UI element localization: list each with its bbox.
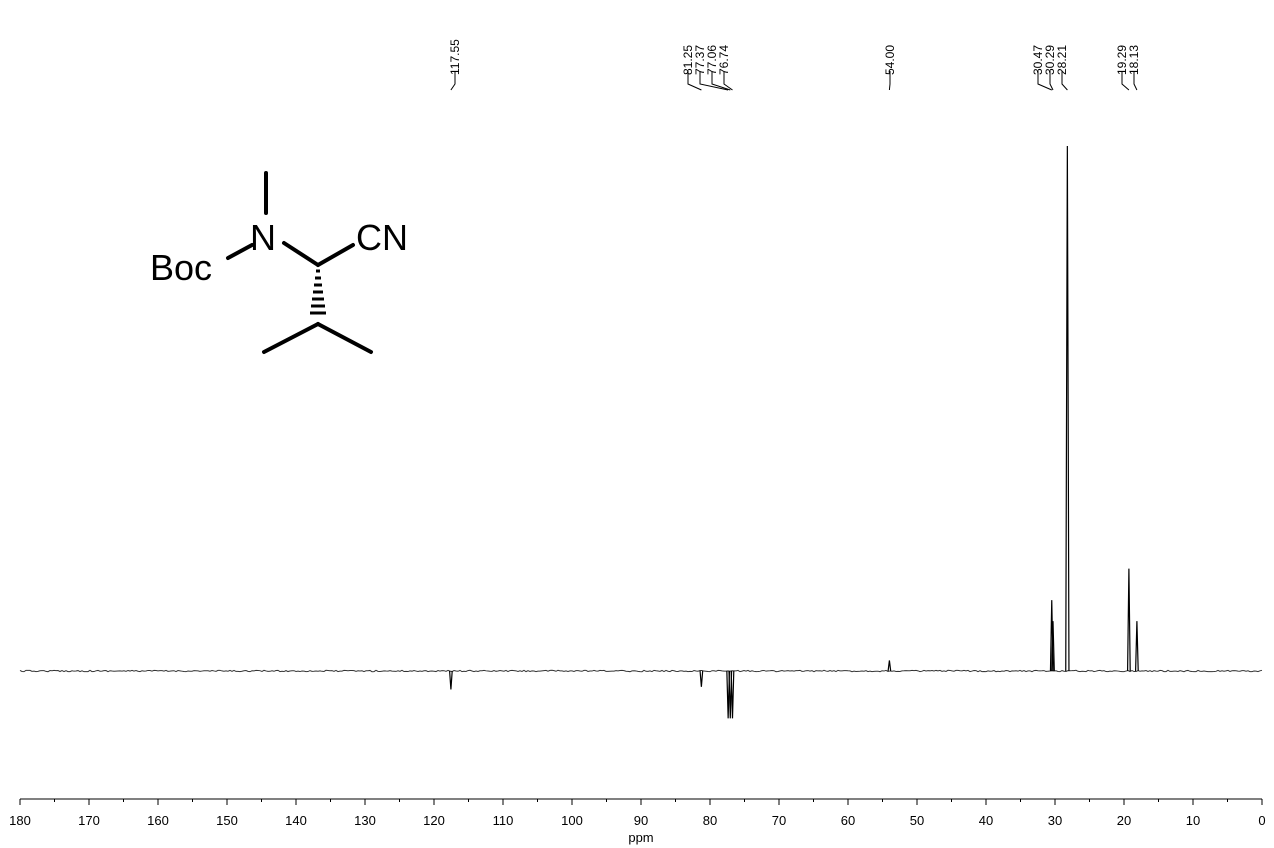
peak-label-leader: [1121, 71, 1130, 91]
peak-label-leader: [723, 71, 733, 91]
peak-label-leader: [699, 71, 729, 91]
isopropyl-left-bond: [262, 322, 320, 354]
spectrum-trace: [19, 145, 1263, 719]
peak-label-leader: [450, 71, 456, 91]
x-tick-label: 150: [216, 813, 238, 828]
x-tick-label: 160: [147, 813, 169, 828]
x-tick-label: 20: [1117, 813, 1131, 828]
x-tick-label: 50: [910, 813, 924, 828]
x-tick-label: 0: [1258, 813, 1265, 828]
x-tick-label: 40: [979, 813, 993, 828]
x-tick-label: 130: [354, 813, 376, 828]
n-ca-bond: [282, 241, 320, 267]
x-tick-label: 180: [9, 813, 31, 828]
peak-76.74: [730, 670, 735, 719]
x-tick-label: 90: [634, 813, 648, 828]
peak-label-leader: [711, 71, 731, 91]
x-tick-label: 120: [423, 813, 445, 828]
peak-18.13: [1135, 621, 1139, 672]
x-tick-label: 100: [561, 813, 583, 828]
peak-label: 54.00: [883, 45, 897, 75]
molecule-structure: [226, 171, 373, 354]
boc-label: Boc: [150, 247, 212, 288]
isopropyl-right-bond: [316, 322, 373, 354]
peak-label: 117.55: [448, 39, 462, 75]
peak-label: 77.06: [705, 45, 719, 75]
peak-label: 76.74: [717, 45, 731, 75]
peak-label-leader: [687, 71, 702, 91]
x-axis-label: ppm: [628, 830, 653, 845]
peak-label: 30.29: [1043, 45, 1057, 75]
peak-label: 30.47: [1031, 45, 1045, 75]
peak-label-leader: [1061, 71, 1068, 91]
peak-label: 18.13: [1127, 45, 1141, 75]
peak-label-leader: [888, 71, 891, 91]
x-tick-label: 70: [772, 813, 786, 828]
peak-label-leader: [1133, 71, 1138, 91]
peak-label: 77.37: [693, 45, 707, 75]
peak-30.29: [1051, 621, 1055, 672]
peak-19.29: [1127, 568, 1131, 672]
peak-28.21: [1065, 145, 1070, 672]
x-tick-label: 60: [841, 813, 855, 828]
x-tick-label: 170: [78, 813, 100, 828]
peak-label: 19.29: [1115, 45, 1129, 75]
ca-cn-bond: [316, 243, 355, 267]
peak-54.00: [887, 660, 892, 672]
x-tick-label: 10: [1186, 813, 1200, 828]
x-tick-label: 140: [285, 813, 307, 828]
baseline: [19, 669, 1263, 673]
peak-81.25: [699, 670, 704, 687]
x-tick-label: 110: [493, 813, 514, 828]
peak-label-leader: [1037, 71, 1052, 91]
x-tick-label: 30: [1048, 813, 1062, 828]
peak-label: 81.25: [681, 45, 695, 75]
nitrogen-label: N: [250, 217, 276, 258]
nitrile-label: CN: [356, 217, 408, 258]
boc-n-bond: [226, 243, 254, 260]
peak-label: 28.21: [1055, 45, 1069, 75]
x-tick-label: 80: [703, 813, 717, 828]
peak-117.55: [449, 670, 453, 690]
peak-label-leader: [1049, 71, 1054, 91]
hashed-wedge-bond: [310, 269, 326, 315]
